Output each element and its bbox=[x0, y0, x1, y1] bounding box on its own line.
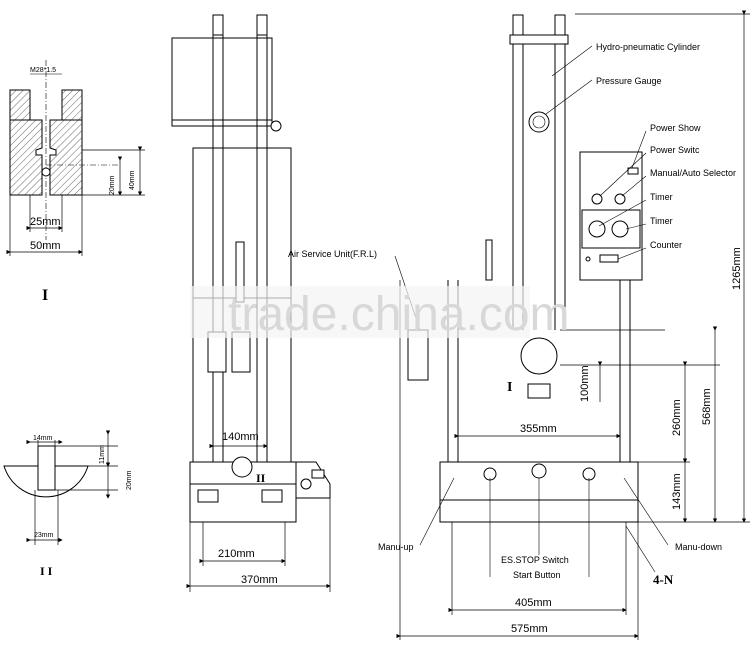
front-view: I 100mm 260mm 143mm 568mm 1265mm 355mm 4… bbox=[396, 10, 750, 640]
side-II-mark: II bbox=[256, 471, 266, 485]
label-counter: Counter bbox=[650, 240, 682, 250]
detail-II-section: 14mm 11mm 20mm 23mm I I bbox=[3, 430, 133, 578]
dim-100mm: 100mm bbox=[579, 365, 591, 402]
detail-II-label: I I bbox=[40, 564, 53, 578]
label-start-button: Start Button bbox=[513, 570, 561, 580]
label-power-switch: Power Switc bbox=[650, 145, 700, 155]
dim-11mm: 11mm bbox=[99, 445, 106, 464]
dim-143mm: 143mm bbox=[671, 473, 683, 510]
dim-14mm: 14mm bbox=[33, 435, 53, 442]
label-pressure-gauge: Pressure Gauge bbox=[596, 76, 662, 86]
dim-370mm: 370mm bbox=[241, 574, 278, 586]
dim-260mm: 260mm bbox=[671, 399, 683, 436]
front-I-mark: I bbox=[507, 380, 512, 395]
side-view: II 140mm 210mm 370mm bbox=[171, 14, 331, 592]
dim-20mm-b: 20mm bbox=[126, 470, 133, 490]
callouts: Hydro-pneumatic Cylinder Pressure Gauge … bbox=[288, 42, 736, 587]
dim-405mm: 405mm bbox=[515, 597, 552, 609]
label-4-n: 4-N bbox=[653, 572, 674, 587]
dim-25mm: 25mm bbox=[30, 216, 61, 228]
label-es-stop: ES.STOP Switch bbox=[501, 555, 569, 565]
thread-label: M28*1.5 bbox=[30, 67, 56, 74]
label-air-service: Air Service Unit(F.R.L) bbox=[288, 249, 377, 259]
dim-140mm: 140mm bbox=[222, 431, 259, 443]
label-manu-up: Manu-up bbox=[378, 542, 414, 552]
watermark-text: trade.china.com bbox=[228, 288, 570, 341]
label-timer-2: Timer bbox=[650, 216, 673, 226]
label-manu-down: Manu-down bbox=[675, 542, 722, 552]
label-power-show: Power Show bbox=[650, 123, 701, 133]
dim-50mm: 50mm bbox=[30, 240, 61, 252]
dim-40mm: 40mm bbox=[129, 170, 136, 190]
dim-20mm-a: 20mm bbox=[109, 175, 116, 195]
label-hydro-cylinder: Hydro-pneumatic Cylinder bbox=[596, 42, 700, 52]
detail-I-section: M28*1.5 25mm 50mm 20mm 40mm I bbox=[6, 60, 145, 304]
dim-210mm: 210mm bbox=[218, 548, 255, 560]
dim-1265mm: 1265mm bbox=[731, 247, 743, 290]
detail-I-mark: I bbox=[42, 287, 48, 304]
label-timer-1: Timer bbox=[650, 192, 673, 202]
dim-355mm: 355mm bbox=[520, 423, 557, 435]
label-manual-auto: Manual/Auto Selector bbox=[650, 168, 736, 178]
dim-23mm: 23mm bbox=[34, 532, 54, 539]
watermark: trade.china.com bbox=[190, 286, 570, 341]
dim-568mm: 568mm bbox=[701, 388, 713, 425]
dim-575mm: 575mm bbox=[511, 623, 548, 635]
